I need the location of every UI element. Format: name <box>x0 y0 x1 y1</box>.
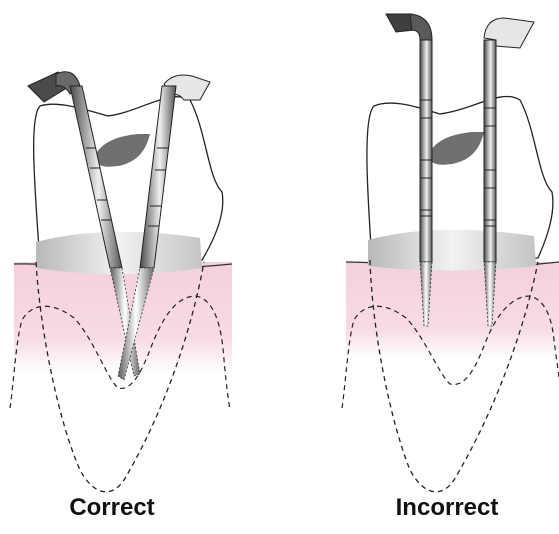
enamel-band-right <box>368 230 536 271</box>
incorrect-illustration <box>342 14 559 492</box>
incorrect-label: Incorrect <box>347 496 547 520</box>
correct-illustration <box>10 72 232 492</box>
correct-label: Correct <box>12 496 212 520</box>
